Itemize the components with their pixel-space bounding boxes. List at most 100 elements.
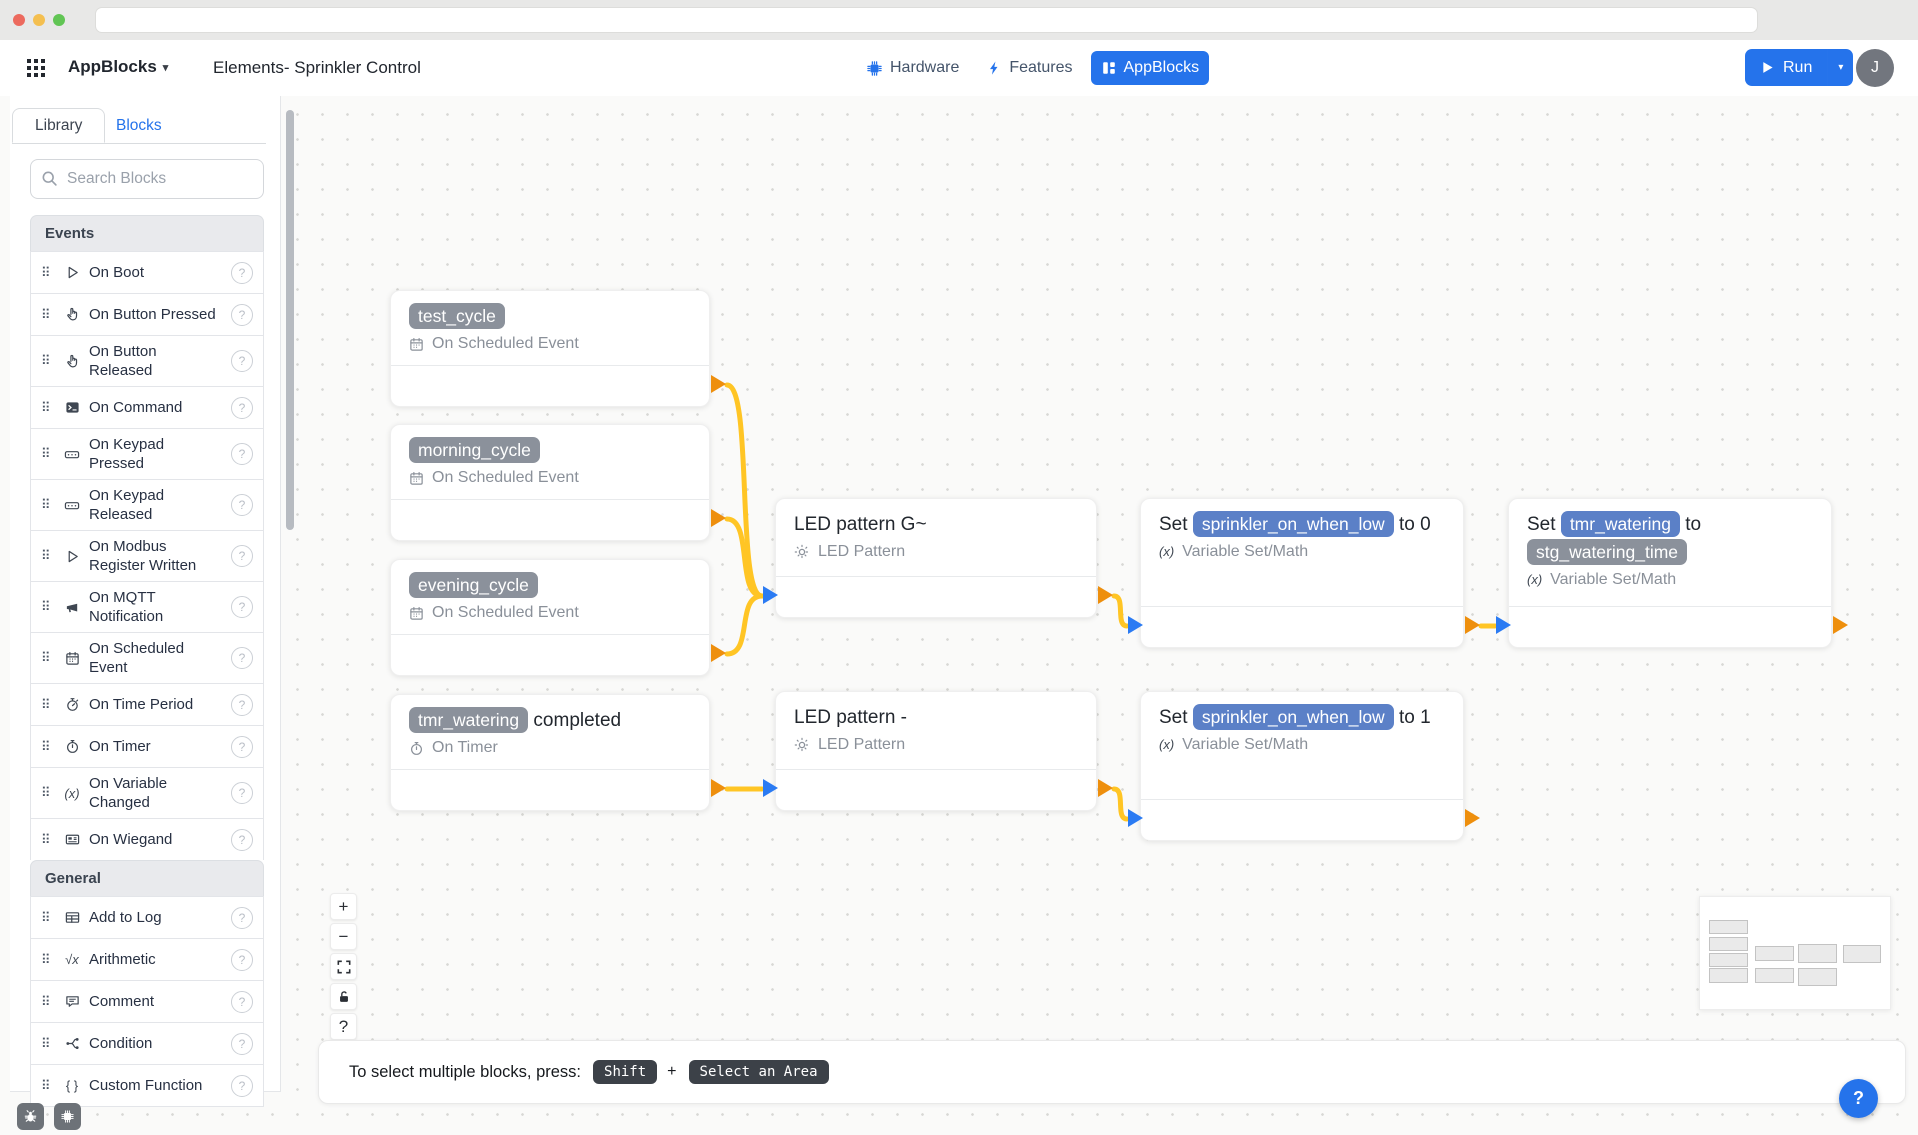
item-help-icon[interactable]: ? xyxy=(231,693,253,716)
zoom-button[interactable] xyxy=(53,14,65,26)
item-help-icon[interactable]: ? xyxy=(231,735,253,758)
library-item-on-command[interactable]: ⠿On Command? xyxy=(30,386,264,428)
item-help-icon[interactable]: ? xyxy=(231,990,253,1013)
drag-handle-icon[interactable]: ⠿ xyxy=(41,1077,51,1093)
item-help-icon[interactable]: ? xyxy=(231,494,253,516)
item-help-icon[interactable]: ? xyxy=(231,828,253,851)
drag-handle-icon[interactable]: ⠿ xyxy=(41,353,51,368)
item-help-icon[interactable]: ? xyxy=(231,647,253,669)
output-port[interactable] xyxy=(711,509,726,527)
library-item-comment[interactable]: ⠿Comment? xyxy=(30,980,264,1022)
input-port[interactable] xyxy=(1128,616,1143,634)
item-help-icon[interactable]: ? xyxy=(231,350,253,372)
block-set-sprinkler-0[interactable]: Set sprinkler_on_when_low to 0(x)Variabl… xyxy=(1128,498,1480,648)
library-item-condition[interactable]: ⠿Condition? xyxy=(30,1022,264,1064)
tab-blocks[interactable]: Blocks xyxy=(94,108,184,143)
brand-menu[interactable]: AppBlocks ▾ xyxy=(68,57,168,77)
library-item-custom-function[interactable]: ⠿{ }Custom Function? xyxy=(30,1064,264,1107)
library-item-on-boot[interactable]: ⠿On Boot? xyxy=(30,251,264,293)
fit-view-button[interactable] xyxy=(330,953,357,980)
block-set-tmr-watering[interactable]: Set tmr_watering to stg_watering_time(x)… xyxy=(1496,498,1848,648)
help-fab[interactable]: ? xyxy=(1839,1079,1878,1118)
drag-handle-icon[interactable]: ⠿ xyxy=(41,399,51,415)
apps-grid-icon[interactable] xyxy=(27,59,45,77)
output-port[interactable] xyxy=(1465,809,1480,827)
lock-button[interactable] xyxy=(330,983,357,1010)
wire-led-pattern-g-to-set-sprinkler-0[interactable] xyxy=(1111,593,1130,629)
output-port[interactable] xyxy=(1833,616,1848,634)
block-led-pattern-dash[interactable]: LED pattern -LED Pattern xyxy=(763,691,1113,811)
library-item-add-to-log[interactable]: ⠿Add to Log? xyxy=(30,896,264,938)
debug-button[interactable] xyxy=(17,1103,44,1130)
library-item-on-keypad-released[interactable]: ⠿On Keypad Released? xyxy=(30,479,264,530)
block-led-pattern-g[interactable]: LED pattern G~LED Pattern xyxy=(763,498,1113,618)
tab-appblocks[interactable]: AppBlocks xyxy=(1090,51,1210,85)
output-port[interactable] xyxy=(711,644,726,662)
library-item-on-button-released[interactable]: ⠿On Button Released? xyxy=(30,335,264,386)
library-item-on-timer[interactable]: ⠿On Timer? xyxy=(30,725,264,767)
library-item-on-variable-changed[interactable]: ⠿(x)On Variable Changed? xyxy=(30,767,264,818)
tab-features[interactable]: Features xyxy=(977,51,1082,85)
library-item-on-time-period[interactable]: ⠿On Time Period? xyxy=(30,683,264,725)
drag-handle-icon[interactable]: ⠿ xyxy=(41,738,51,754)
search-input[interactable] xyxy=(30,159,264,199)
avatar[interactable]: J xyxy=(1856,49,1894,87)
item-help-icon[interactable]: ? xyxy=(231,303,253,326)
zoom-out-button[interactable]: − xyxy=(330,923,357,950)
sidebar-scrollbar[interactable] xyxy=(286,110,294,530)
item-help-icon[interactable]: ? xyxy=(231,948,253,971)
library-item-on-scheduled-event[interactable]: ⠿On Scheduled Event? xyxy=(30,632,264,683)
run-button[interactable]: Run xyxy=(1745,49,1827,86)
minimap[interactable] xyxy=(1699,896,1891,1010)
minimize-button[interactable] xyxy=(33,14,45,26)
wire-test-cycle-to-led-pattern-g[interactable] xyxy=(724,382,765,599)
wire-led-pattern-dash-to-set-sprinkler-1[interactable] xyxy=(1111,786,1130,822)
item-help-icon[interactable]: ? xyxy=(231,1032,253,1055)
input-port[interactable] xyxy=(1496,616,1511,634)
drag-handle-icon[interactable]: ⠿ xyxy=(41,993,51,1009)
item-help-icon[interactable]: ? xyxy=(231,596,253,618)
drag-handle-icon[interactable]: ⠿ xyxy=(41,264,51,280)
wire-evening-cycle-to-led-pattern-g[interactable] xyxy=(724,593,765,657)
item-help-icon[interactable]: ? xyxy=(231,396,253,419)
library-item-on-modbus-register-written[interactable]: ⠿On Modbus Register Written? xyxy=(30,530,264,581)
output-port[interactable] xyxy=(711,779,726,797)
item-help-icon[interactable]: ? xyxy=(231,906,253,929)
item-help-icon[interactable]: ? xyxy=(231,782,253,804)
run-options-button[interactable]: ▾ xyxy=(1827,49,1853,86)
drag-handle-icon[interactable]: ⠿ xyxy=(41,831,51,847)
drag-handle-icon[interactable]: ⠿ xyxy=(41,650,51,665)
library-item-on-keypad-pressed[interactable]: ⠿On Keypad Pressed? xyxy=(30,428,264,479)
output-port[interactable] xyxy=(711,375,726,393)
drag-handle-icon[interactable]: ⠿ xyxy=(41,599,51,614)
drag-handle-icon[interactable]: ⠿ xyxy=(41,1035,51,1051)
output-port[interactable] xyxy=(1098,586,1113,604)
output-port[interactable] xyxy=(1098,779,1113,797)
input-port[interactable] xyxy=(763,779,778,797)
close-button[interactable] xyxy=(13,14,25,26)
drag-handle-icon[interactable]: ⠿ xyxy=(41,785,51,800)
zoom-in-button[interactable]: + xyxy=(330,893,357,920)
address-bar[interactable] xyxy=(95,7,1758,33)
drag-handle-icon[interactable]: ⠿ xyxy=(41,497,51,512)
item-help-icon[interactable]: ? xyxy=(231,545,253,567)
device-button[interactable] xyxy=(54,1103,81,1130)
canvas-help-button[interactable]: ? xyxy=(330,1013,357,1040)
item-help-icon[interactable]: ? xyxy=(231,261,253,284)
drag-handle-icon[interactable]: ⠿ xyxy=(41,306,51,322)
wire-morning-cycle-to-led-pattern-g[interactable] xyxy=(724,516,765,599)
block-set-sprinkler-1[interactable]: Set sprinkler_on_when_low to 1(x)Variabl… xyxy=(1128,691,1480,841)
library-item-on-wiegand[interactable]: ⠿On Wiegand? xyxy=(30,818,264,860)
library-item-on-button-pressed[interactable]: ⠿On Button Pressed? xyxy=(30,293,264,335)
input-port[interactable] xyxy=(1128,809,1143,827)
item-help-icon[interactable]: ? xyxy=(231,1074,253,1097)
library-item-on-mqtt-notification[interactable]: ⠿On MQTT Notification? xyxy=(30,581,264,632)
tab-hardware[interactable]: Hardware xyxy=(856,51,969,85)
drag-handle-icon[interactable]: ⠿ xyxy=(41,696,51,712)
item-help-icon[interactable]: ? xyxy=(231,443,253,465)
